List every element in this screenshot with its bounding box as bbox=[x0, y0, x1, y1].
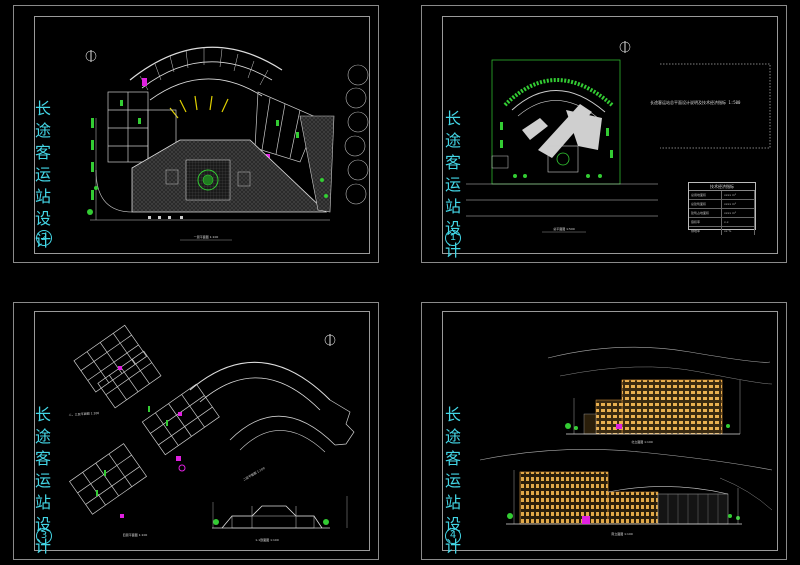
title-char: 运 bbox=[34, 165, 51, 184]
table-cell: 容积率 bbox=[689, 218, 722, 226]
table-cell: xxxx m² bbox=[722, 200, 755, 208]
sheet-3-floor-plans bbox=[69, 324, 355, 529]
sheet-2-number-badge: 2 bbox=[36, 230, 52, 246]
title-char: 途 bbox=[34, 121, 51, 140]
sheet-2-inner-frame bbox=[34, 16, 370, 254]
tree-symbols bbox=[344, 64, 369, 205]
title-char: 运 bbox=[444, 471, 461, 490]
title-char: 途 bbox=[34, 427, 51, 446]
sheet-4-caption-b: 南立面图 1:100 bbox=[611, 532, 633, 536]
title-char: 设 bbox=[34, 209, 51, 228]
table-row: 建筑占地面积 xxxx m² bbox=[689, 209, 755, 218]
drawing-sheet-3 bbox=[13, 302, 379, 560]
drawing-sheet-4 bbox=[421, 302, 787, 560]
title-char: 计 bbox=[444, 241, 461, 260]
title-char: 客 bbox=[444, 449, 461, 468]
north-arrow-icon bbox=[619, 41, 631, 53]
title-char: 客 bbox=[34, 449, 51, 468]
sheet-1-inner-frame bbox=[442, 16, 778, 254]
table-row: 总用地面积 xxxx m² bbox=[689, 191, 755, 200]
title-char: 长 bbox=[444, 405, 461, 424]
table-title: 技术经济指标 bbox=[689, 183, 755, 191]
title-char: 站 bbox=[34, 493, 51, 512]
sheet-4-caption-a: 北立面图 1:100 bbox=[631, 440, 653, 444]
title-char: 途 bbox=[444, 131, 461, 150]
sheet-4-elevations bbox=[479, 346, 773, 525]
sheet-4-number-badge: 4 bbox=[445, 528, 461, 544]
title-char: 长 bbox=[34, 405, 51, 424]
sheet-3-caption-c: 1-1剖面图 1:100 bbox=[255, 538, 279, 542]
title-char: 途 bbox=[444, 427, 461, 446]
title-char: 客 bbox=[444, 153, 461, 172]
sheet-3-number-badge: 3 bbox=[36, 528, 52, 544]
title-char: 客 bbox=[34, 143, 51, 162]
table-cell: x.x bbox=[722, 218, 755, 226]
sheet-1-number-badge: 1 bbox=[445, 230, 461, 246]
south-elevation bbox=[506, 470, 742, 525]
table-cell: xx % bbox=[722, 227, 755, 235]
title-char: 长 bbox=[34, 99, 51, 118]
economic-indicators-table: 技术经济指标 总用地面积 xxxx m² 总建筑面积 xxxx m² 建筑占地面… bbox=[688, 182, 756, 235]
table-cell: 绿地率 bbox=[689, 227, 722, 235]
title-char: 站 bbox=[34, 187, 51, 206]
section-drawing bbox=[212, 496, 348, 529]
table-row: 绿地率 xx % bbox=[689, 227, 755, 235]
sheet-2-caption: 一层平面图 1:100 bbox=[193, 235, 219, 239]
drawing-sheet-2 bbox=[13, 5, 379, 263]
table-cell: 总用地面积 bbox=[689, 191, 722, 199]
north-arrow-icon bbox=[85, 50, 97, 62]
title-char: 站 bbox=[444, 197, 461, 216]
table-cell: 建筑占地面积 bbox=[689, 209, 722, 217]
table-row: 总建筑面积 xxxx m² bbox=[689, 200, 755, 209]
table-cell: 总建筑面积 bbox=[689, 200, 722, 208]
sheet-3-caption-d: 四层平面图 1:100 bbox=[122, 533, 148, 537]
sheet-3-inner-frame bbox=[34, 311, 370, 551]
sheet-1-note: 长途客运站总平面设计说明及技术经济指标 1:500 bbox=[650, 100, 741, 105]
table-cell: xxxx m² bbox=[722, 209, 755, 217]
north-elevation bbox=[565, 379, 741, 435]
sheet-1-caption: 总平面图 1:500 bbox=[553, 227, 575, 231]
sheet-4-inner-frame bbox=[442, 311, 778, 551]
sheet-1-site-plan bbox=[466, 41, 771, 233]
title-char: 站 bbox=[444, 493, 461, 512]
sheet-2-floor-plan bbox=[85, 46, 369, 241]
title-char: 长 bbox=[444, 109, 461, 128]
table-row: 容积率 x.x bbox=[689, 218, 755, 227]
drawing-sheet-1 bbox=[421, 5, 787, 263]
title-char: 运 bbox=[34, 471, 51, 490]
title-char: 运 bbox=[444, 175, 461, 194]
north-arrow-icon bbox=[324, 334, 336, 346]
sheet-1-vertical-title: 长 途 客 运 站 设 计 bbox=[443, 108, 463, 262]
table-cell: xxxx m² bbox=[722, 191, 755, 199]
